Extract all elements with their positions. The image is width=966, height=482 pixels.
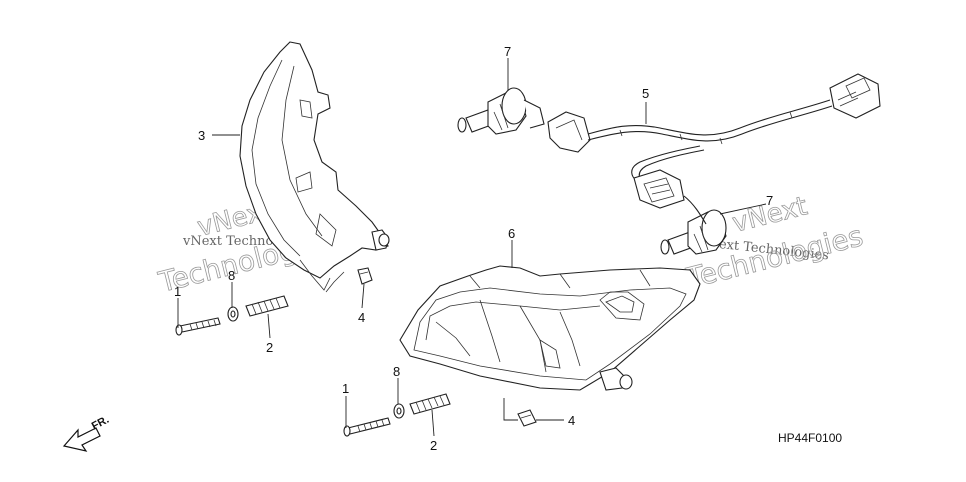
front-direction-label: FR. [90, 414, 111, 433]
spring-part-2-bottom[interactable] [409, 393, 451, 415]
bulb-part-7-right[interactable] [660, 209, 727, 255]
label-4-bottom: 4 [568, 413, 575, 428]
label-4-left: 4 [358, 310, 365, 325]
bulb-part-7-top[interactable] [457, 87, 545, 135]
callout-labels: 3 1 8 2 4 7 5 6 7 1 8 2 4 [174, 44, 773, 453]
leader-lines [177, 58, 767, 437]
label-7-top: 7 [504, 44, 511, 59]
label-1-bottom: 1 [342, 381, 349, 396]
label-6: 6 [508, 226, 515, 241]
washer-part-8-left[interactable] [227, 306, 239, 322]
spring-part-2-left[interactable] [245, 295, 289, 317]
wire-harness-part-5[interactable] [547, 73, 881, 225]
front-arrow-icon [62, 427, 101, 452]
nut-part-4-bottom[interactable] [517, 409, 537, 427]
label-2-bottom: 2 [430, 438, 437, 453]
label-8-bottom: 8 [393, 364, 400, 379]
label-1-left: 1 [174, 284, 181, 299]
headlight-housing-part-3[interactable] [239, 41, 390, 293]
bolt-part-1-left[interactable] [175, 317, 221, 336]
label-7-right: 7 [766, 193, 773, 208]
front-direction-indicator: FR. [62, 414, 111, 452]
bolt-part-1-bottom[interactable] [343, 417, 391, 437]
label-5: 5 [642, 86, 649, 101]
label-3: 3 [198, 128, 205, 143]
headlight-assembly-part-6[interactable] [399, 265, 701, 391]
drawing-code: HP44F0100 [778, 431, 842, 445]
nut-part-4-left[interactable] [357, 267, 373, 285]
washer-part-8-bottom[interactable] [393, 403, 405, 419]
label-8-left: 8 [228, 268, 235, 283]
label-2-left: 2 [266, 340, 273, 355]
